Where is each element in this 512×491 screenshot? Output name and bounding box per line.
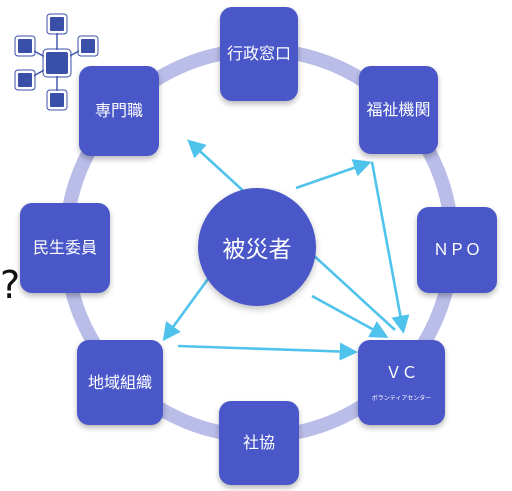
node-senmon: 専門職: [79, 66, 159, 156]
node-label-npo: ＮＰＯ: [432, 240, 481, 260]
center-node-victim: 被災者: [198, 188, 316, 306]
node-fukushi: 福祉機関: [359, 66, 438, 154]
node-label-senmon: 専門職: [94, 101, 143, 121]
node-label-fukushi: 福祉機関: [366, 100, 431, 120]
node-sublabel-vc: ボランティアセンター: [371, 394, 432, 402]
node-chiiki: 地域組織: [77, 340, 163, 425]
node-npo: ＮＰＯ: [417, 207, 497, 293]
arrow-victim-to-chiiki: [162, 278, 210, 342]
arrow-victim-to-fukushi: [295, 159, 372, 190]
node-gyosei: 行政窓口: [220, 7, 298, 101]
center-node-label: 被災者: [222, 237, 292, 263]
node-label-gyosei: 行政窓口: [226, 44, 291, 64]
node-label-chiiki: 地域組織: [87, 372, 152, 392]
node-shakyo: 社協: [219, 401, 299, 485]
node-minsei: 民生委員: [20, 203, 110, 293]
node-label-vc: ＶＣ: [385, 363, 418, 383]
arrow-chiiki-to-vc: [177, 342, 358, 361]
question-mark: ?: [0, 263, 21, 307]
node-label-minsei: 民生委員: [32, 238, 97, 258]
node-label-shakyo: 社協: [242, 433, 275, 453]
arrow-fukushi-to-vc: [370, 161, 410, 334]
network-hub-icon: [14, 13, 99, 111]
arrow-victim-to-vc: [311, 294, 389, 338]
node-vc: ＶＣ ボランティアセンター: [358, 340, 445, 425]
